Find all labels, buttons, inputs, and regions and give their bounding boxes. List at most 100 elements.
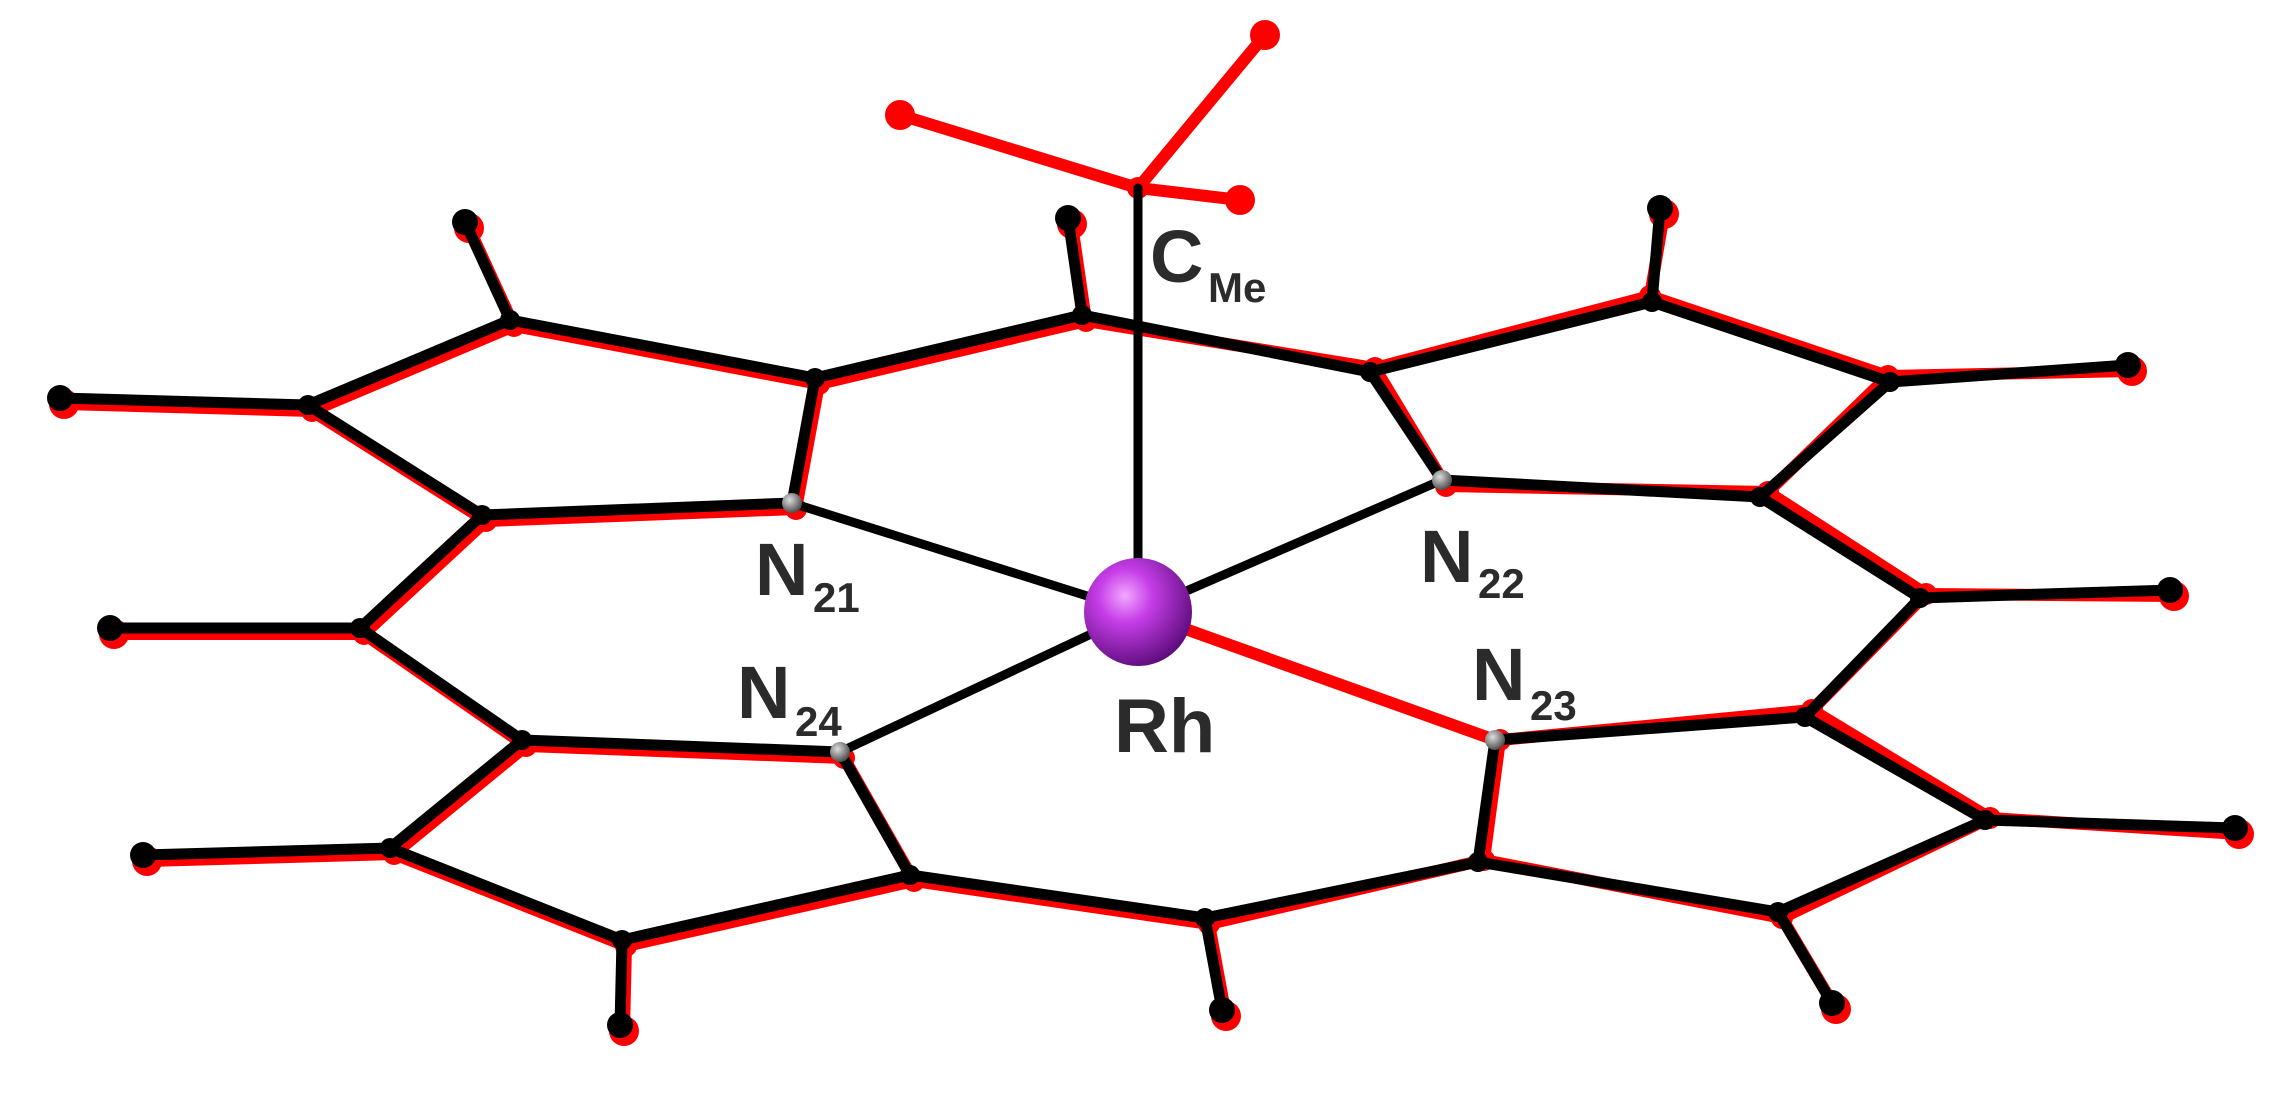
label-rh-main: Rh: [1114, 684, 1215, 769]
atom-black-M3: [47, 385, 73, 411]
label-c-me: C Me: [1150, 215, 1266, 311]
atom-black-C3: [298, 395, 318, 415]
atom-black-C6: [1642, 292, 1662, 312]
bond-black-C12-Cm3: [1199, 856, 1484, 924]
atom-black-C9: [1795, 707, 1815, 727]
bond-black-N23-C9: [1489, 711, 1811, 746]
atom-black-C7: [1880, 372, 1900, 392]
bond-black-C8-N22: [1436, 474, 1766, 503]
bond-black-C16-N24: [516, 734, 846, 758]
atom-black-C12: [1468, 852, 1488, 872]
bond-black-C11-M11: [1772, 906, 1838, 1009]
label-n24: N 24: [737, 651, 842, 745]
bond-black-N21-C1: [786, 372, 821, 509]
label-n23-sub: 23: [1530, 682, 1577, 729]
bond-black-C3-M3: [54, 392, 314, 411]
bond-red-C2-C3: [306, 320, 520, 417]
bond-red-C16-N24: [520, 740, 850, 764]
atom-black-Cm4: [1910, 588, 1930, 608]
atom-black-Cm2: [350, 618, 370, 638]
atom-black-Mm3: [1209, 997, 1235, 1023]
bond-black-Cm2-C4: [354, 509, 488, 634]
bond-red-CMe-Me1: [894, 109, 1144, 194]
atom-black-Mm1: [1055, 205, 1081, 231]
label-n21: N 21: [755, 528, 860, 621]
label-n22: N 22: [1420, 515, 1525, 607]
atom-black-M10: [2222, 815, 2248, 841]
atom-black-C2: [500, 310, 520, 330]
bond-red-Rh-N23: [1132, 606, 1501, 746]
label-c-me-main: C: [1150, 215, 1203, 298]
label-n22-sub: 22: [1478, 560, 1525, 607]
atom-black-N23: [1485, 730, 1505, 750]
bond-black-C16-Cm2: [354, 622, 528, 746]
bond-black-C14-M14: [614, 934, 628, 1031]
bond-black-C14-C15: [384, 842, 628, 946]
bond-black-C11-C12: [1472, 856, 1784, 918]
atom-rh-sphere: [1084, 558, 1192, 666]
atom-black-C4: [472, 505, 492, 525]
label-rh: Rh: [1114, 684, 1215, 769]
atom-black-M7: [2115, 352, 2141, 378]
bond-black-C7-M7: [1884, 359, 2134, 388]
atom-black-Mm2: [97, 615, 123, 641]
atom-black-Cm1: [1072, 305, 1092, 325]
bond-black-C7-C8: [1754, 376, 1896, 503]
atom-black-Mm4: [2157, 577, 2183, 603]
atom-black-M11: [1819, 990, 1845, 1016]
red-structure: [49, 20, 2254, 1046]
bond-red-C1-Cm1: [813, 315, 1092, 390]
bond-black-C15-M15: [137, 842, 396, 861]
label-n23-main: N: [1472, 633, 1525, 716]
label-n21-sub: 21: [813, 574, 860, 621]
label-n22-main: N: [1420, 515, 1473, 598]
bond-black-Cm3-C13: [904, 869, 1211, 924]
atom-red-Me2: [1250, 20, 1280, 50]
atom-black-C8: [1750, 487, 1770, 507]
atom-black-M2: [452, 209, 478, 235]
bond-red-C3-M3: [58, 398, 318, 417]
label-n21-main: N: [755, 528, 808, 611]
bond-black-N22-C5: [1364, 366, 1448, 486]
atom-black-C16: [512, 730, 532, 750]
atom-black-C11: [1768, 902, 1788, 922]
bond-red-C4-N21: [480, 503, 802, 527]
bond-black-Cm4-Mm4: [1914, 584, 2176, 604]
bond-black-C10-C11: [1772, 814, 1991, 918]
atom-black-C5: [1360, 362, 1380, 382]
bond-black-Rh-N21: [787, 498, 1143, 617]
bond-black-C9-C10: [1799, 711, 1991, 826]
bond-red-C15-M15: [141, 848, 400, 867]
label-n24-sub: 24: [795, 698, 842, 745]
bond-black-Rh-N24: [835, 607, 1143, 757]
bond-red-C15-C16: [388, 740, 532, 860]
atom-black-N21: [782, 493, 802, 513]
bond-black-C12-N23: [1472, 734, 1501, 868]
bond-black-Rh-N22: [1133, 475, 1447, 617]
bond-black-Cm3-Mm3: [1199, 912, 1228, 1016]
atom-red-Me3: [1225, 185, 1255, 215]
atom-black-C15: [380, 838, 400, 858]
atom-black-M6: [1647, 195, 1673, 221]
atom-layer: [1084, 558, 1192, 666]
bond-black-C6-C7: [1646, 296, 1896, 388]
bond-black-C1-C2: [504, 314, 821, 384]
bond-black-C13-C14: [616, 869, 916, 946]
atom-black-N22: [1432, 470, 1452, 490]
atom-black-C10: [1975, 810, 1995, 830]
bond-red-CMe-Me3: [1132, 182, 1246, 206]
bond-black-C15-C16: [384, 734, 528, 854]
label-n24-main: N: [737, 651, 790, 734]
bond-red-C8-Cm4: [1762, 486, 1932, 600]
atom-black-C1: [805, 368, 825, 388]
bond-black-Cm1-Mm1: [1062, 212, 1088, 321]
bond-black-C6-M6: [1646, 202, 1666, 308]
bond-black-C8-Cm4: [1754, 491, 1926, 604]
bond-black-Cm1-C5: [1076, 309, 1376, 378]
atom-black-C14: [612, 930, 632, 950]
bond-black-C5-C6: [1364, 296, 1658, 378]
atom-black-C13: [900, 865, 920, 885]
bond-red-CMe-Me2: [1132, 29, 1271, 194]
